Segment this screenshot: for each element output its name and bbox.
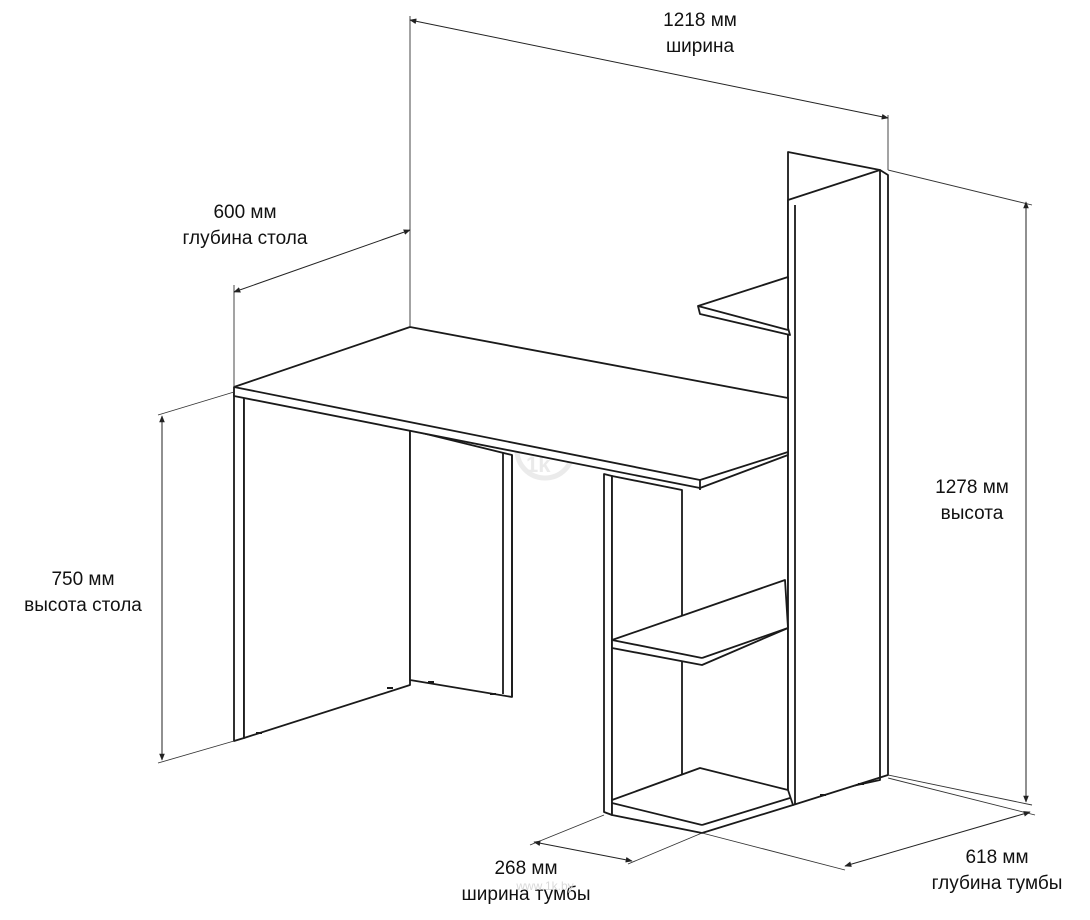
table-height-value: 750 мм [51,569,114,590]
upper-shelf [697,276,791,336]
cabinet-bottom-shelf [611,767,794,834]
cabinet-width-value: 268 мм [494,858,557,879]
table-depth-value: 600 мм [213,202,276,223]
cabinet-width-caption: ширина тумбы [462,884,591,905]
cabinet-depth-value: 618 мм [965,847,1028,868]
watermark-text: www.1k.by [515,879,573,893]
table-height-caption: высота стола [24,595,142,616]
width-value: 1218 мм [663,10,737,31]
height-caption: высота [941,503,1004,524]
width-caption: ширина [666,36,735,57]
table-depth-caption: глубина стола [183,228,308,249]
tall-side-panel [787,169,889,806]
cabinet-depth-caption: глубина тумбы [932,873,1063,894]
middle-leg-panel [409,429,513,698]
cabinet-left-panel [603,473,613,816]
dimension-lines [157,16,1036,871]
dimension-labels: 1218 мм ширина 600 мм глубина стола 1278… [24,10,1062,905]
desk-drawing [233,151,889,834]
height-value: 1278 мм [935,477,1009,498]
left-leg-panel [233,391,245,742]
